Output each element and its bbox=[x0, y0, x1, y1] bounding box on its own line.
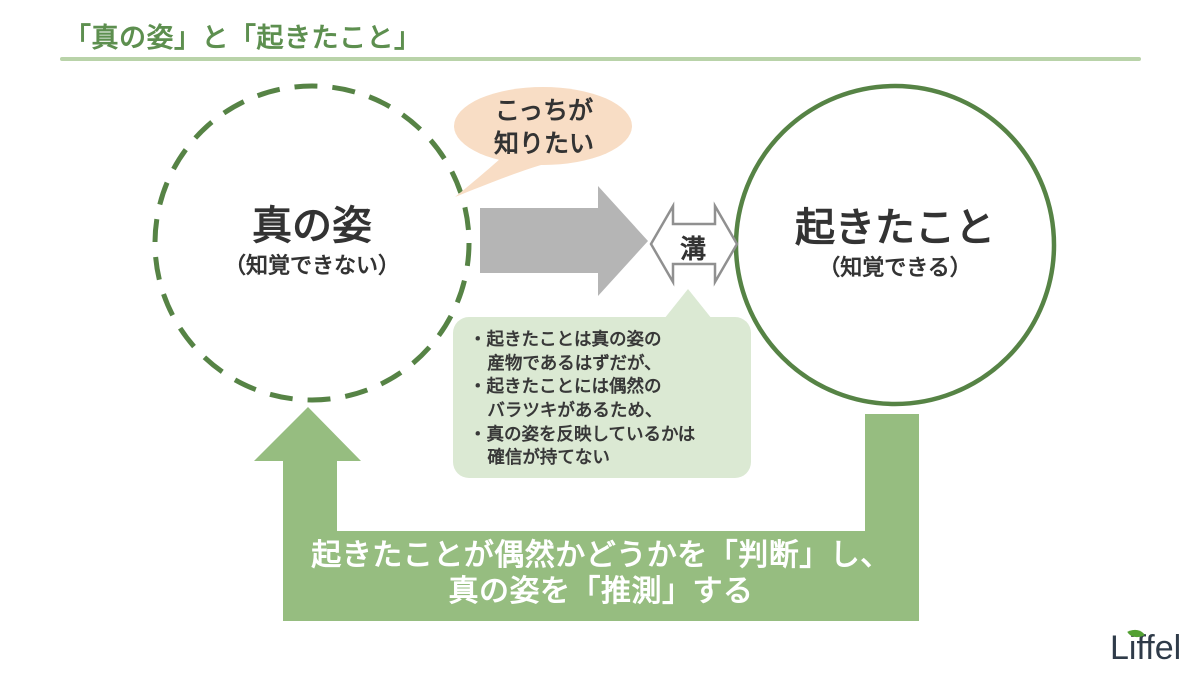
happened-label: 起きたこと bbox=[795, 206, 995, 250]
title-underline bbox=[60, 57, 1141, 61]
page-title: 「真の姿」と「起きたこと」 bbox=[64, 23, 422, 53]
happened-label-group: 起きたこと （知覚できる） bbox=[735, 205, 1055, 283]
gap-explanation-box: ・起きたことは真の姿の 産物であるはずだが、 ・起きたことには偶然の バラツキが… bbox=[453, 317, 751, 478]
gap-double-arrow bbox=[649, 201, 739, 287]
happened-sublabel: （知覚できる） bbox=[818, 255, 972, 280]
liffel-logo: Liffel bbox=[1110, 625, 1182, 669]
true-form-circle bbox=[152, 83, 472, 403]
gap-box-item: ・起きたことには偶然の バラツキがあるため、 bbox=[469, 376, 663, 420]
true-form-sublabel: （知覚できない） bbox=[223, 253, 400, 278]
logo-text: Liffel bbox=[1110, 629, 1182, 667]
forward-arrow bbox=[480, 186, 648, 296]
feedback-arrow bbox=[254, 407, 919, 621]
feedback-arrow-text: 起きたことが偶然かどうかを「判断」し、 真の姿を「推測」する bbox=[311, 539, 891, 608]
gap-box-tail bbox=[664, 289, 712, 319]
gap-label: 溝 bbox=[679, 234, 706, 264]
gap-box-item: ・真の姿を反映しているかは 確信が持てない bbox=[469, 423, 696, 468]
speech-bubble-text: こっちが 知りたい bbox=[493, 97, 594, 158]
gap-box-item: ・起きたことは真の姿の 産物であるはずだが、 bbox=[469, 329, 662, 373]
speech-bubble-body bbox=[454, 87, 632, 165]
true-form-label: 真の姿 bbox=[252, 204, 372, 248]
true-form-label-group: 真の姿 （知覚できない） bbox=[152, 203, 472, 281]
